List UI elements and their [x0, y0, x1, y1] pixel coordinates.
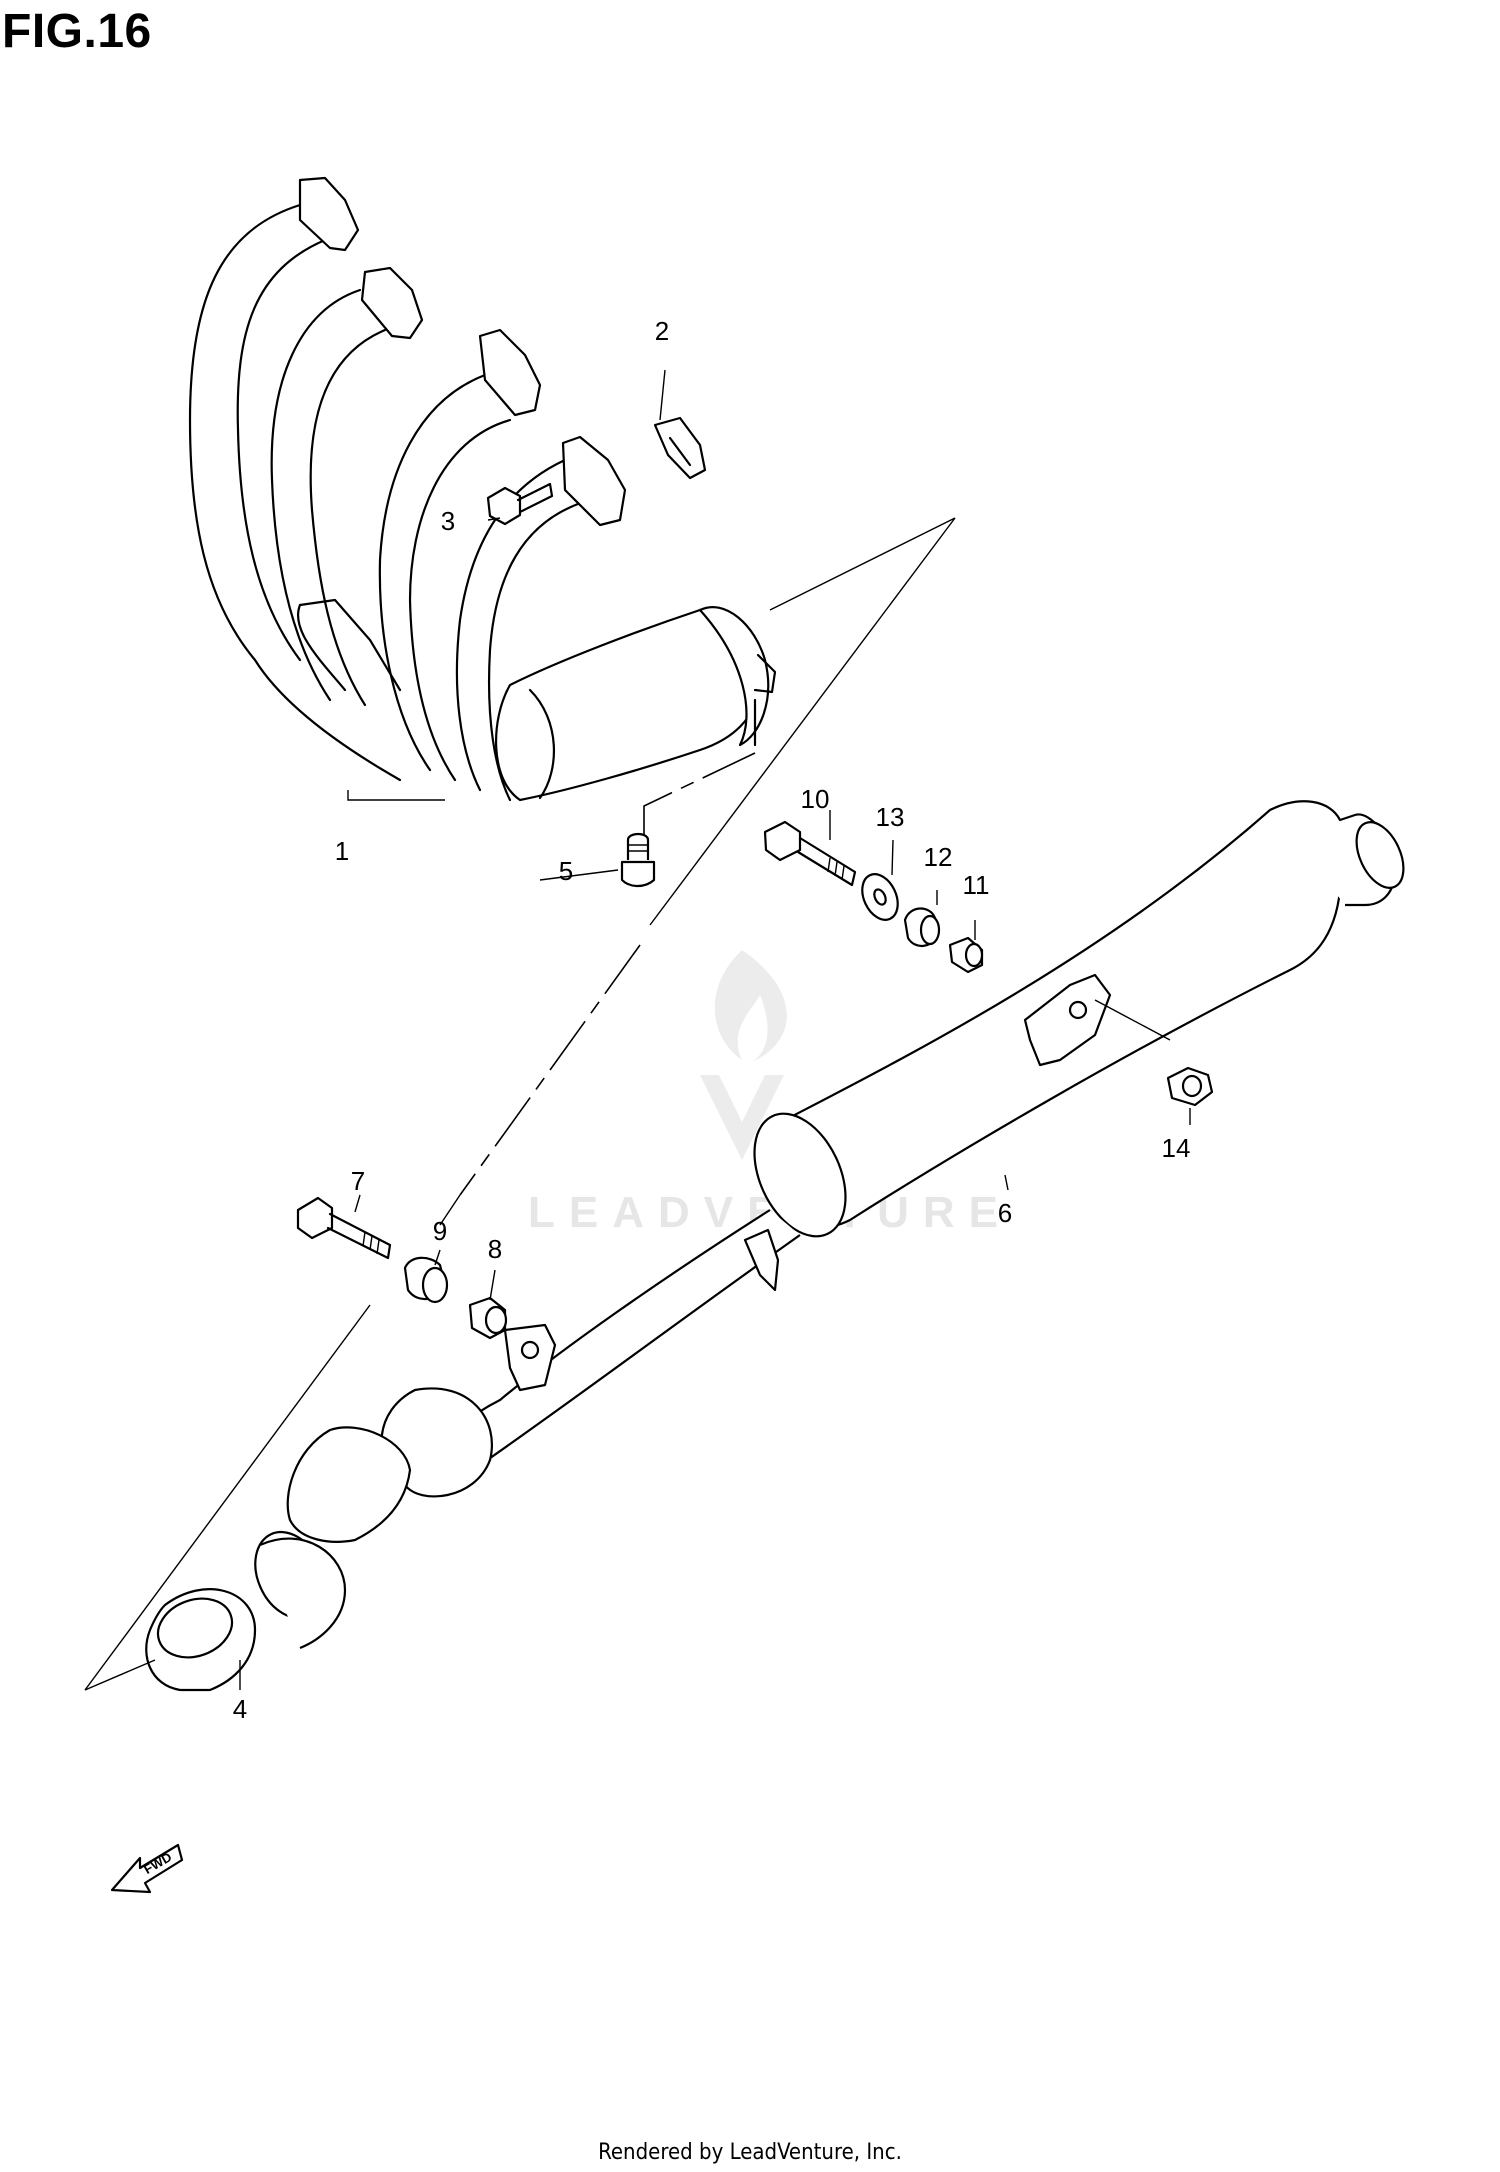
callout-14: 14: [1162, 1133, 1191, 1163]
callout-labels: 1 2 3 4 5 6 7 8 9 10 11 12 13 14 FWD: [141, 316, 1190, 1877]
callout-11: 11: [963, 870, 990, 900]
figure-title: FIG.16: [2, 5, 152, 58]
callout-3: 3: [441, 506, 455, 536]
fwd-arrow-icon: [110, 1843, 184, 1894]
callout-5: 5: [559, 856, 573, 886]
part-12-grommet: [903, 907, 941, 947]
part-8-collar: [468, 1296, 508, 1340]
part-7-bolt: [296, 1196, 392, 1260]
part-4-connector: [145, 1588, 257, 1692]
footer-credit: Rendered by LeadVenture, Inc.: [598, 2140, 902, 2165]
part-10-bolt: [763, 820, 857, 887]
exhaust-header-pipes: [188, 176, 777, 802]
callout-2: 2: [655, 316, 669, 346]
callout-12: 12: [924, 842, 953, 872]
callout-1: 1: [335, 836, 349, 866]
part-14-nut: [1166, 1066, 1214, 1107]
part-5-bolt: [620, 832, 656, 888]
leader-lines: [84, 369, 1191, 1691]
callout-10: 10: [801, 784, 830, 814]
part-6-muffler: [254, 800, 1405, 1650]
callout-7: 7: [351, 1166, 365, 1196]
part-2-gasket: [653, 416, 707, 480]
part-11-collar: [948, 936, 984, 974]
callout-4: 4: [233, 1694, 247, 1724]
callout-6: 6: [998, 1198, 1012, 1228]
callout-13: 13: [876, 802, 905, 832]
part-9-grommet: [403, 1256, 449, 1304]
callout-8: 8: [488, 1234, 502, 1264]
part-13-washer: [861, 873, 899, 921]
callout-9: 9: [433, 1216, 447, 1246]
part-3-bolt: [486, 482, 554, 526]
